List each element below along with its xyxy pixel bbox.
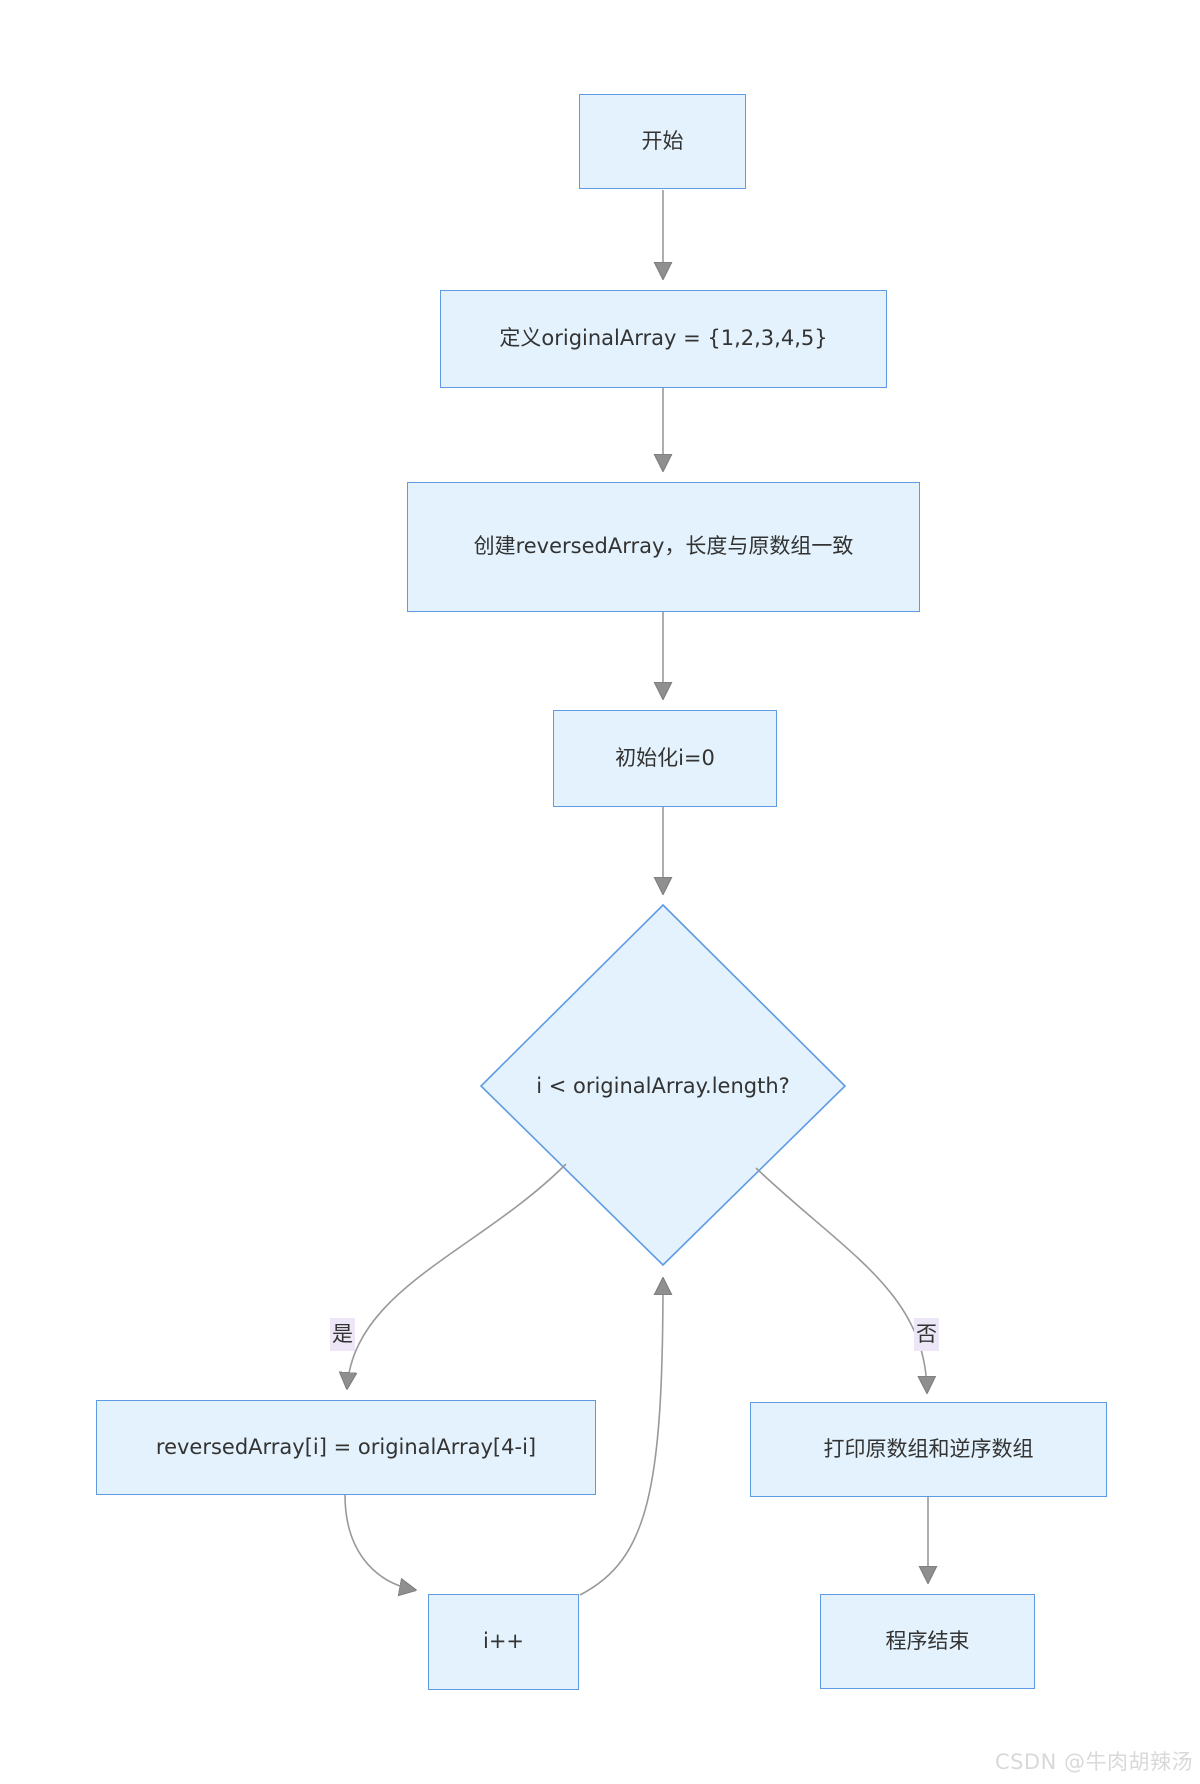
node-assign: reversedArray[i] = originalArray[4-i] [96,1400,596,1495]
node-init-i: 初始化i=0 [553,710,777,807]
edge-cond-yes-to-assign [347,1163,567,1388]
node-cond-shape [479,903,847,1267]
edge-label-no: 否 [914,1318,939,1351]
edge-incr-to-cond [579,1279,663,1596]
watermark: CSDN @牛肉胡辣汤 [994,1750,1193,1774]
edge-assign-to-incr [344,1494,415,1590]
node-define-array: 定义originalArray = {1,2,3,4,5} [440,290,887,388]
node-end: 程序结束 [820,1594,1035,1689]
node-create-reversed-array: 创建reversedArray，长度与原数组一致 [407,482,920,612]
edge-cond-no-to-print [755,1167,927,1392]
node-cond-label: i < originalArray.length? [536,1074,790,1098]
node-print: 打印原数组和逆序数组 [750,1402,1107,1497]
node-increment: i++ [428,1594,579,1690]
edge-label-yes: 是 [330,1318,355,1351]
node-start: 开始 [579,94,746,189]
